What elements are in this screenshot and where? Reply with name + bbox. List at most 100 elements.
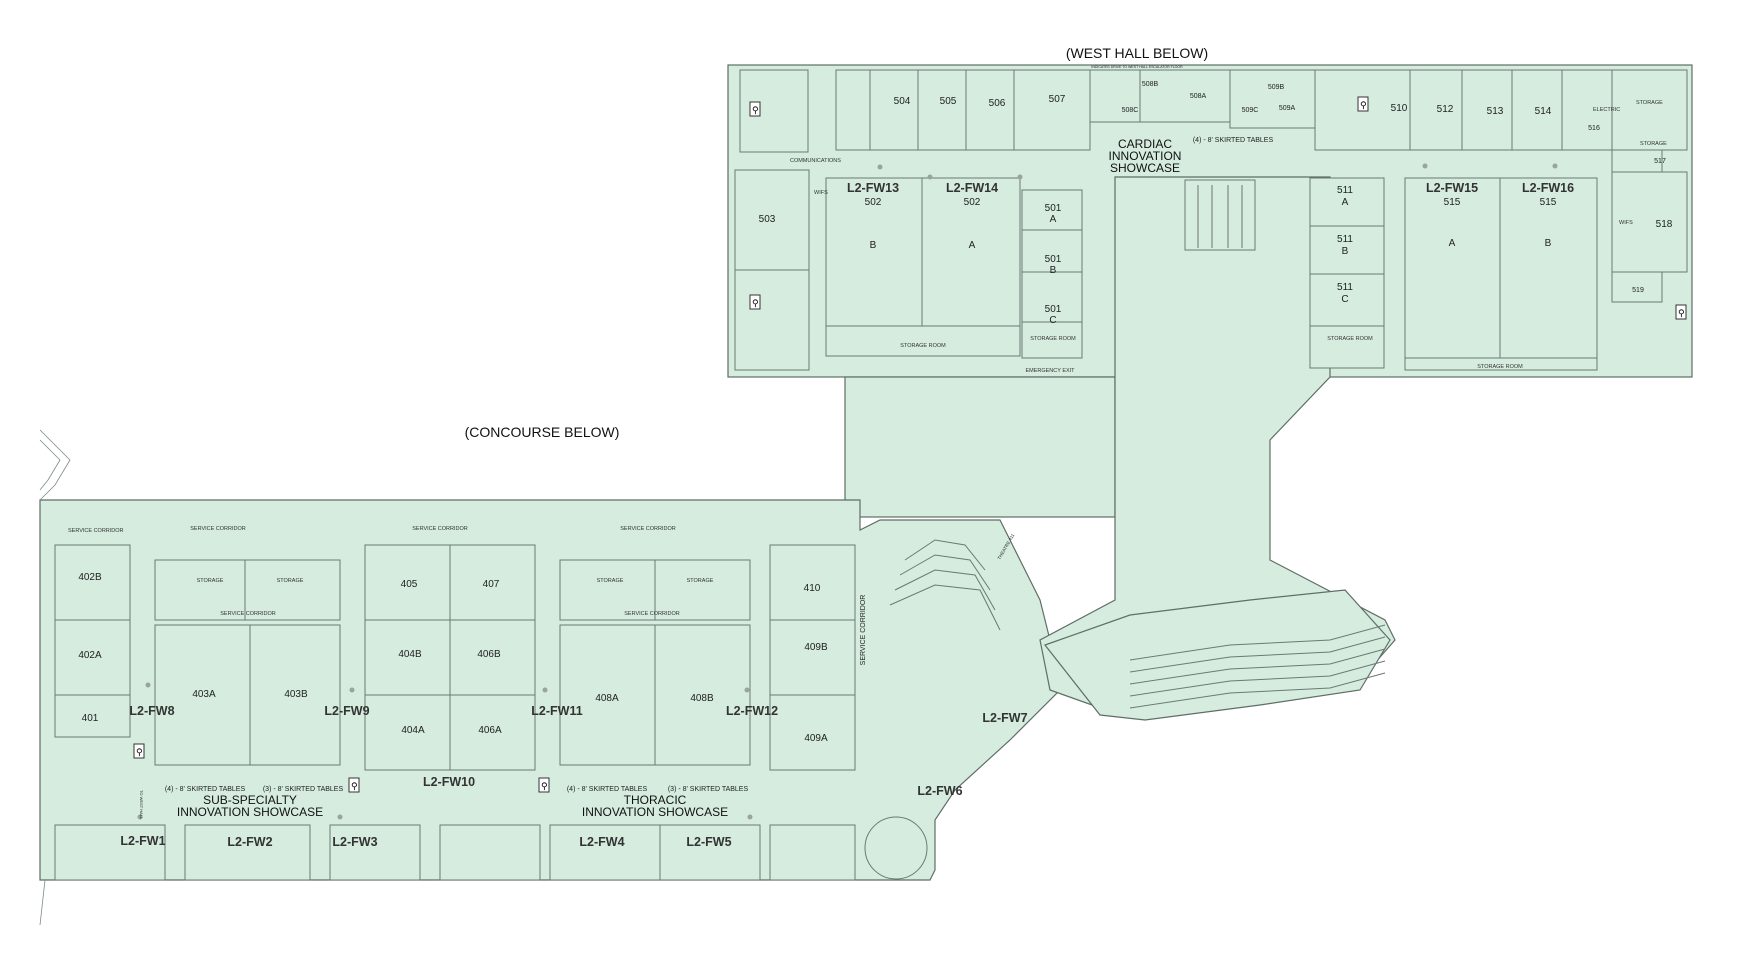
service-corridor-4: SERVICE CORRIDOR	[220, 611, 276, 617]
restroom-icon-2: ⚲	[1360, 100, 1367, 110]
room-507: 507	[1049, 94, 1066, 105]
storage-label-ne: STORAGE	[1636, 100, 1663, 106]
room-503: 503	[759, 214, 776, 225]
restroom-icon-6: ⚲	[351, 781, 358, 791]
room-511b: B	[1342, 246, 1349, 257]
room-516: 516	[1588, 125, 1600, 132]
fw3-label: L2-FW3	[332, 835, 377, 849]
room-511c-num: 511	[1337, 282, 1353, 293]
room-501b-num: 501	[1045, 254, 1062, 265]
storage-lower-4: STORAGE	[687, 578, 714, 584]
room-408a: 408A	[595, 693, 619, 704]
room-508b: 508B	[1142, 81, 1159, 88]
room-501b: B	[1050, 265, 1057, 276]
lower-labels: SERVICE CORRIDOR SERVICE CORRIDOR SERVIC…	[68, 526, 1028, 849]
room-509c: 509C	[1242, 107, 1259, 114]
room-519: 519	[1632, 287, 1644, 294]
escalator-upper	[1197, 185, 1243, 248]
room-502-b-num: 502	[865, 197, 882, 208]
fw7-label: L2-FW7	[982, 711, 1027, 725]
room-409a: 409A	[804, 733, 828, 744]
subspecialty-tables-b: (3) - 8' SKIRTED TABLES	[263, 786, 344, 793]
thoracic-tables-a: (4) - 8' SKIRTED TABLES	[567, 786, 648, 793]
storage-lower-3: STORAGE	[597, 578, 624, 584]
service-corridor-1: SERVICE CORRIDOR	[190, 526, 246, 532]
room-511b-num: 511	[1337, 234, 1353, 245]
room-508a: 508A	[1190, 93, 1207, 100]
west-hall-annotation: (WEST HALL BELOW)	[1066, 45, 1208, 61]
fw6-label: L2-FW6	[917, 784, 962, 798]
upper-wing-rooms	[734, 69, 1688, 371]
cardiac-showcase-line2: INNOVATION	[1109, 149, 1182, 163]
room-408b: 408B	[690, 693, 714, 704]
storage-lower-1: STORAGE	[197, 578, 224, 584]
room-501a-num: 501	[1045, 203, 1062, 214]
storage-lower-2: STORAGE	[277, 578, 304, 584]
room-502-a: A	[969, 240, 976, 251]
fw2-label: L2-FW2	[227, 835, 272, 849]
room-502-b: B	[870, 240, 877, 251]
room-509b: 509B	[1268, 84, 1285, 91]
fw5-label: L2-FW5	[686, 835, 731, 849]
room-403a: 403A	[192, 689, 216, 700]
room-504: 504	[894, 96, 911, 107]
restroom-icon-5: ⚲	[136, 747, 143, 757]
room-515-a: A	[1449, 238, 1456, 249]
room-402a: 402A	[78, 650, 102, 661]
lower-hall-rooms	[39, 429, 928, 926]
restroom-icon-7: ⚲	[541, 781, 548, 791]
room-409b: 409B	[804, 642, 828, 653]
subspecialty-showcase-line2: INNOVATION SHOWCASE	[177, 805, 323, 819]
service-corridor-5: SERVICE CORRIDOR	[624, 611, 680, 617]
service-corridor-vertical: SERVICE CORRIDOR	[860, 595, 867, 666]
room-410: 410	[804, 583, 821, 594]
room-514: 514	[1535, 106, 1552, 117]
restroom-icon-1: ⚲	[752, 105, 759, 115]
room-518: 518	[1656, 219, 1673, 230]
storage-room-515: STORAGE ROOM	[1477, 364, 1523, 370]
room-404b: 404B	[398, 649, 422, 660]
room-501c-num: 501	[1045, 304, 1062, 315]
room-517: 517	[1654, 158, 1666, 165]
emergency-exit-label: EMERGENCY EXIT	[1025, 368, 1075, 374]
room-401: 401	[82, 713, 99, 724]
room-506: 506	[989, 98, 1006, 109]
fw8-label: L2-FW8	[129, 704, 174, 718]
room-501a: A	[1050, 214, 1057, 225]
fw10-label: L2-FW10	[423, 775, 475, 789]
room-515-a-num: 515	[1444, 197, 1461, 208]
to-west-hall-label: TO WEST HALL	[139, 790, 144, 820]
room-509a: 509A	[1279, 105, 1296, 112]
fw4-label: L2-FW4	[579, 835, 624, 849]
wifs-label-503: WIFS	[814, 190, 828, 196]
subspecialty-showcase-line1: SUB-SPECIALTY	[203, 793, 297, 807]
subspecialty-tables-a: (4) - 8' SKIRTED TABLES	[165, 786, 246, 793]
storage-room-511: STORAGE ROOM	[1327, 336, 1373, 342]
service-corridor-w: SERVICE CORRIDOR	[68, 528, 124, 534]
restroom-icons: ⚲ ⚲ ⚲ ⚲ ⚲ ⚲ ⚲	[133, 96, 1687, 793]
room-511c: C	[1341, 294, 1348, 305]
fw15-label: L2-FW15	[1426, 181, 1478, 195]
fw16-label: L2-FW16	[1522, 181, 1574, 195]
room-513: 513	[1487, 106, 1504, 117]
electric-label: ELECTRIC	[1593, 107, 1620, 113]
room-402b: 402B	[78, 572, 102, 583]
amphitheatre-seating	[1129, 624, 1386, 709]
room-515-b: B	[1545, 238, 1552, 249]
thoracic-showcase-line2: INNOVATION SHOWCASE	[582, 805, 728, 819]
concourse-annotation: (CONCOURSE BELOW)	[465, 424, 620, 440]
room-406a: 406A	[478, 725, 502, 736]
upper-labels: 504 505 506 507 508C 508B 508A 509B 509C…	[759, 81, 1673, 374]
storage-room-502: STORAGE ROOM	[900, 343, 946, 349]
fw14-label: L2-FW14	[946, 181, 998, 195]
room-407: 407	[483, 579, 500, 590]
fw13-label: L2-FW13	[847, 181, 899, 195]
room-512: 512	[1437, 104, 1454, 115]
fw12-label: L2-FW12	[726, 704, 778, 718]
thoracic-showcase-line1: THORACIC	[624, 793, 687, 807]
restroom-icon-3: ⚲	[752, 298, 759, 308]
room-404a: 404A	[401, 725, 425, 736]
room-501c: C	[1049, 315, 1056, 326]
room-510: 510	[1391, 103, 1408, 114]
wifs-label-518: WIFS	[1619, 220, 1633, 226]
